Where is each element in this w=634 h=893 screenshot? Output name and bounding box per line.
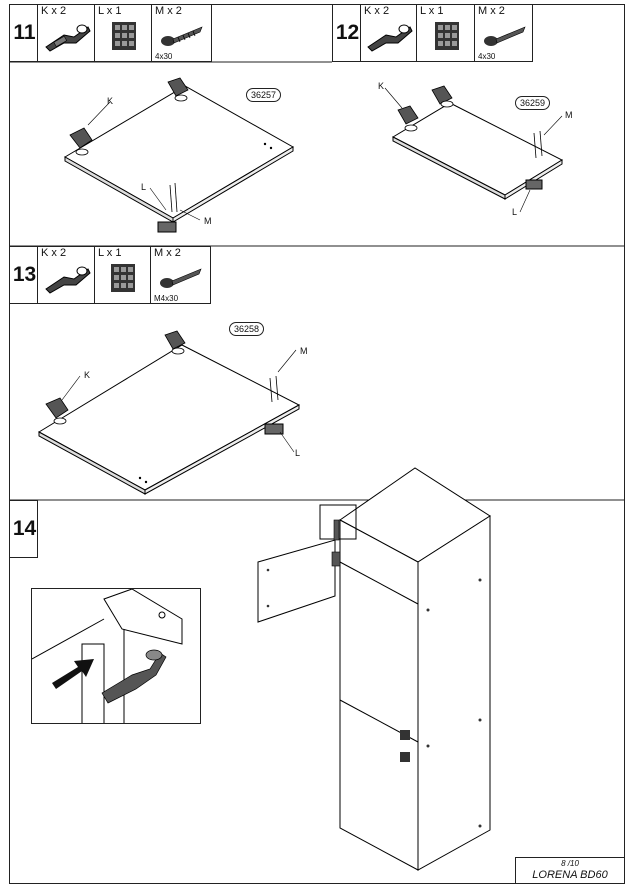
page-number: 8 /10 [561, 859, 579, 868]
part-size: 4x30 [478, 52, 496, 61]
marker-l: L [141, 182, 147, 192]
product-name: LORENA BD60 [532, 869, 608, 881]
step-14-box: 14 [9, 500, 38, 558]
part-code-callout: 36258 [229, 322, 265, 336]
part-size: 4x30 [155, 52, 173, 61]
mounting-plate-icon [157, 221, 177, 233]
screw-icon [160, 268, 202, 288]
part-size: M4x30 [154, 294, 179, 303]
step-13-box: 13 [9, 246, 38, 304]
part-m-cell: M x 2 4x30 [474, 4, 533, 62]
part-label: M x 2 [154, 247, 181, 259]
hinge-icon [45, 266, 91, 294]
part-code-callout: 36257 [246, 88, 282, 102]
part-k-cell: K x 2 [37, 246, 95, 304]
step-number: 13 [12, 263, 37, 286]
screw-icon [484, 26, 526, 46]
part-label: M x 2 [478, 5, 505, 17]
page-footer: 8 /10 LORENA BD60 [515, 857, 625, 884]
hinge-detail-inset [31, 588, 201, 724]
step-number: 12 [335, 21, 360, 44]
arrow-icon [52, 659, 94, 689]
panel-36257 [64, 85, 294, 223]
marker-m: M [300, 346, 308, 356]
marker-k: K [84, 370, 91, 380]
hinge-icon [367, 24, 413, 52]
part-m-cell: M x 2 M4x30 [150, 246, 211, 304]
part-m-cell: M x 2 4x30 [151, 4, 212, 62]
marker-l: L [295, 448, 301, 458]
part-label: L x 1 [420, 5, 444, 17]
hinge-icon [45, 24, 91, 52]
marker-l: L [512, 207, 518, 217]
step-number: 11 [13, 21, 36, 44]
hinge-icon [69, 77, 189, 156]
step-number: 14 [12, 517, 37, 540]
screw-icon [161, 26, 203, 46]
mounting-plate-icon [435, 22, 459, 50]
mounting-plate-icon [112, 22, 136, 50]
marker-m: M [204, 216, 212, 226]
part-code-callout: 36259 [515, 96, 551, 110]
marker-m: M [565, 110, 573, 120]
part-label: L x 1 [98, 247, 122, 259]
marker-k: K [378, 81, 385, 91]
part-label: K x 2 [364, 5, 390, 17]
page-frame [9, 4, 625, 884]
step-12-box: 12 [332, 4, 361, 62]
part-label: K x 2 [41, 5, 67, 17]
part-l-cell: L x 1 [94, 4, 152, 62]
part-l-cell: L x 1 [416, 4, 475, 62]
door-panel [257, 539, 336, 623]
part-l-cell: L x 1 [94, 246, 151, 304]
part-label: M x 2 [155, 5, 182, 17]
part-k-cell: K x 2 [360, 4, 417, 62]
marker-k: K [107, 96, 114, 106]
part-label: K x 2 [41, 247, 67, 259]
part-label: L x 1 [98, 5, 122, 17]
panel-36258 [38, 344, 301, 495]
cabinet [339, 467, 491, 871]
mounting-plate-icon [111, 264, 135, 292]
